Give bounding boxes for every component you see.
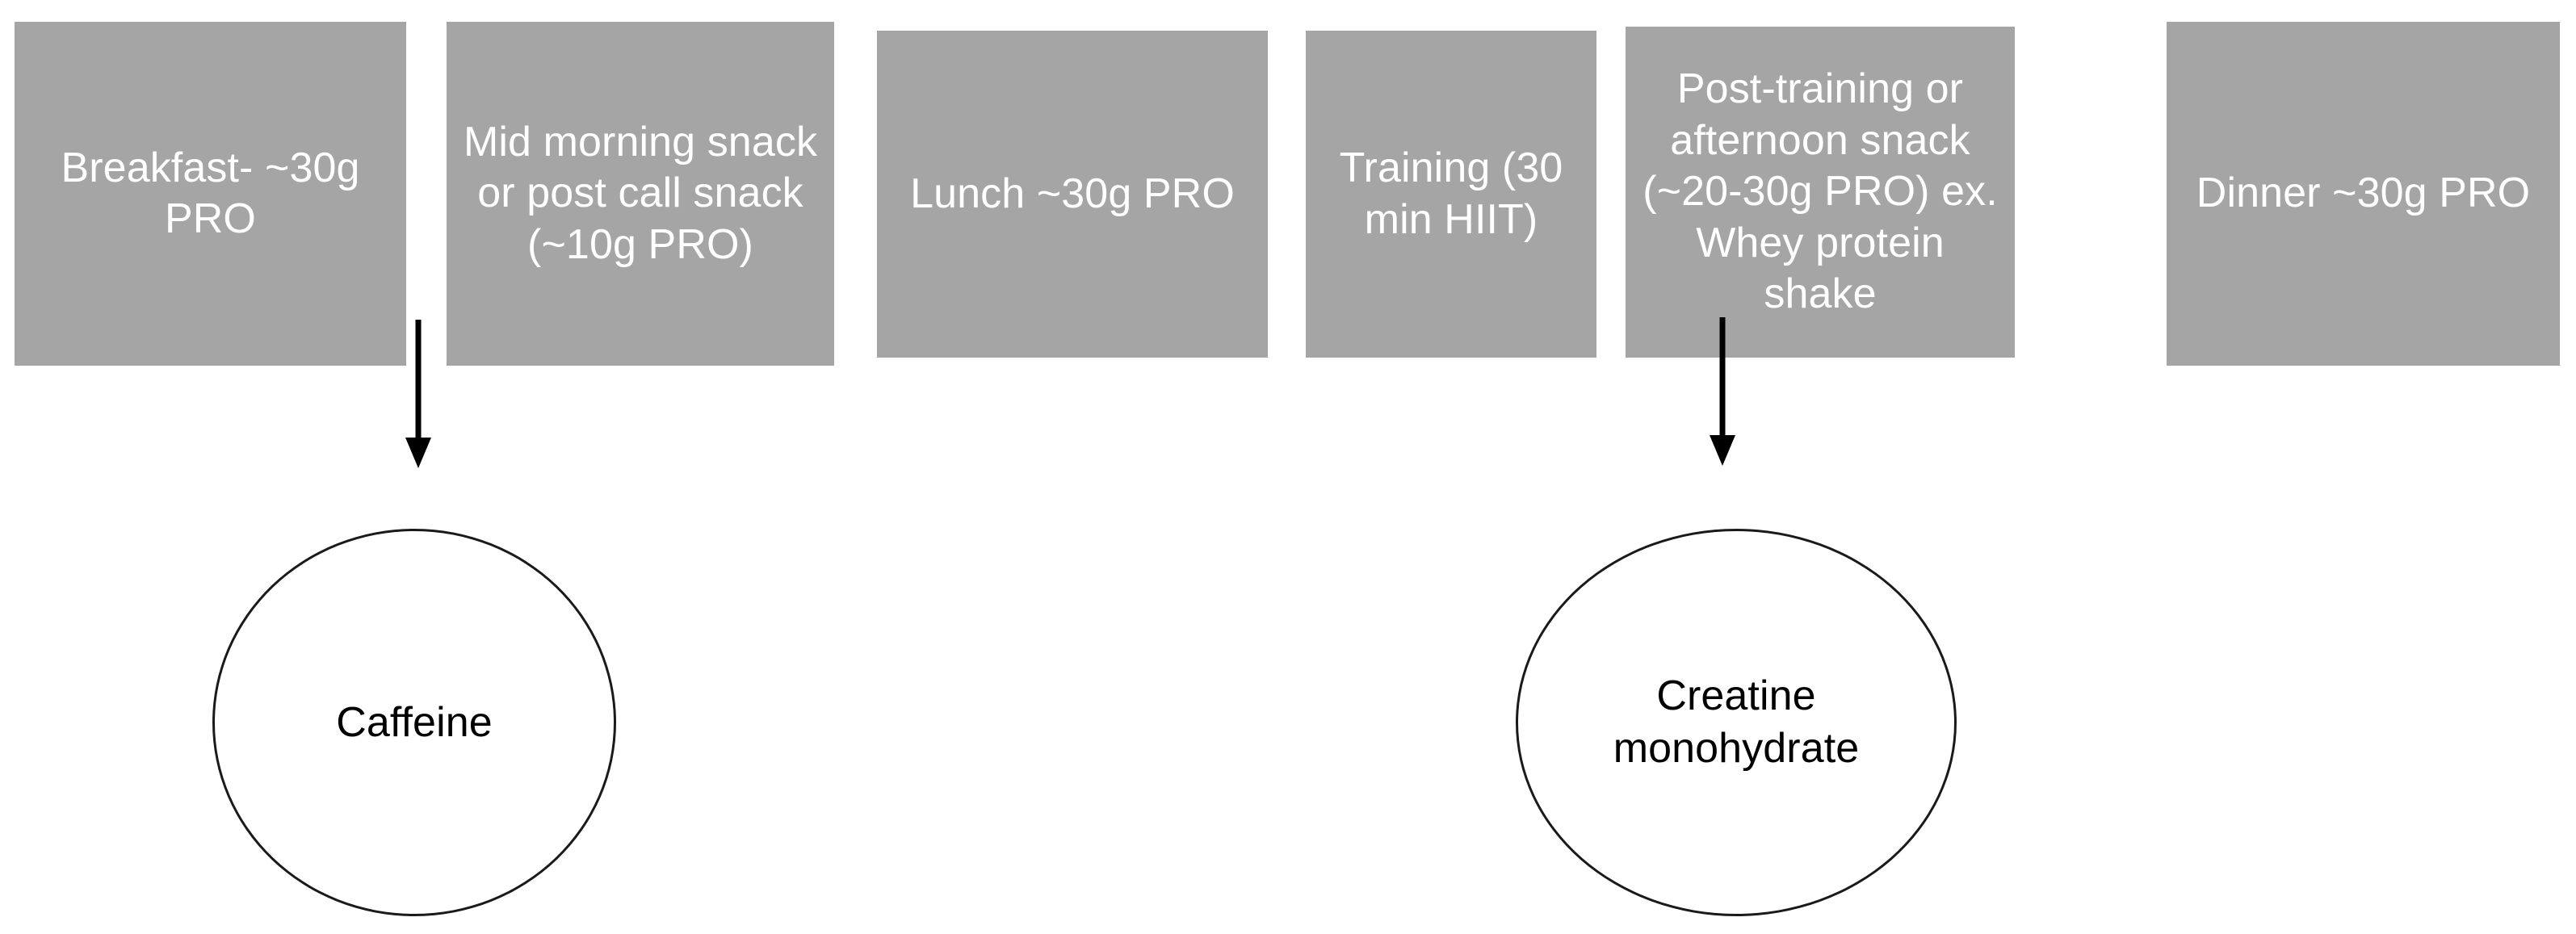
stage-box-breakfast[interactable]: Breakfast- ~30g PRO — [15, 22, 406, 366]
stage-box-lunch-label: Lunch ~30g PRO — [910, 170, 1235, 217]
stage-box-training-label: Training (30 min HIIT) — [1339, 144, 1563, 243]
stage-box-mid-morning-snack[interactable]: Mid morning snack or post call snack (~1… — [447, 22, 834, 366]
stage-box-dinner-label: Dinner ~30g PRO — [2196, 170, 2531, 217]
arrow-to-creatine — [1708, 312, 1740, 474]
arrow-to-caffeine — [404, 315, 436, 476]
supplement-circle-creatine-monohydrate-label: Creatine monohydrate — [1613, 672, 1860, 772]
stage-box-mid-morning-snack-label: Mid morning snack or post call snack (~1… — [463, 118, 818, 268]
supplement-circle-caffeine-label: Caffeine — [336, 698, 493, 746]
stage-box-training[interactable]: Training (30 min HIIT) — [1306, 31, 1596, 358]
stage-box-dinner[interactable]: Dinner ~30g PRO — [2167, 22, 2560, 366]
stage-box-post-training-snack-label: Post-training or afternoon snack (~20-30… — [1643, 65, 1998, 318]
supplement-circle-caffeine[interactable]: Caffeine — [212, 529, 616, 916]
stage-box-lunch[interactable]: Lunch ~30g PRO — [877, 31, 1268, 358]
stage-box-post-training-snack[interactable]: Post-training or afternoon snack (~20-30… — [1626, 27, 2015, 358]
supplement-circle-creatine-monohydrate[interactable]: Creatine monohydrate — [1516, 529, 1957, 916]
stage-box-breakfast-label: Breakfast- ~30g PRO — [61, 144, 360, 242]
